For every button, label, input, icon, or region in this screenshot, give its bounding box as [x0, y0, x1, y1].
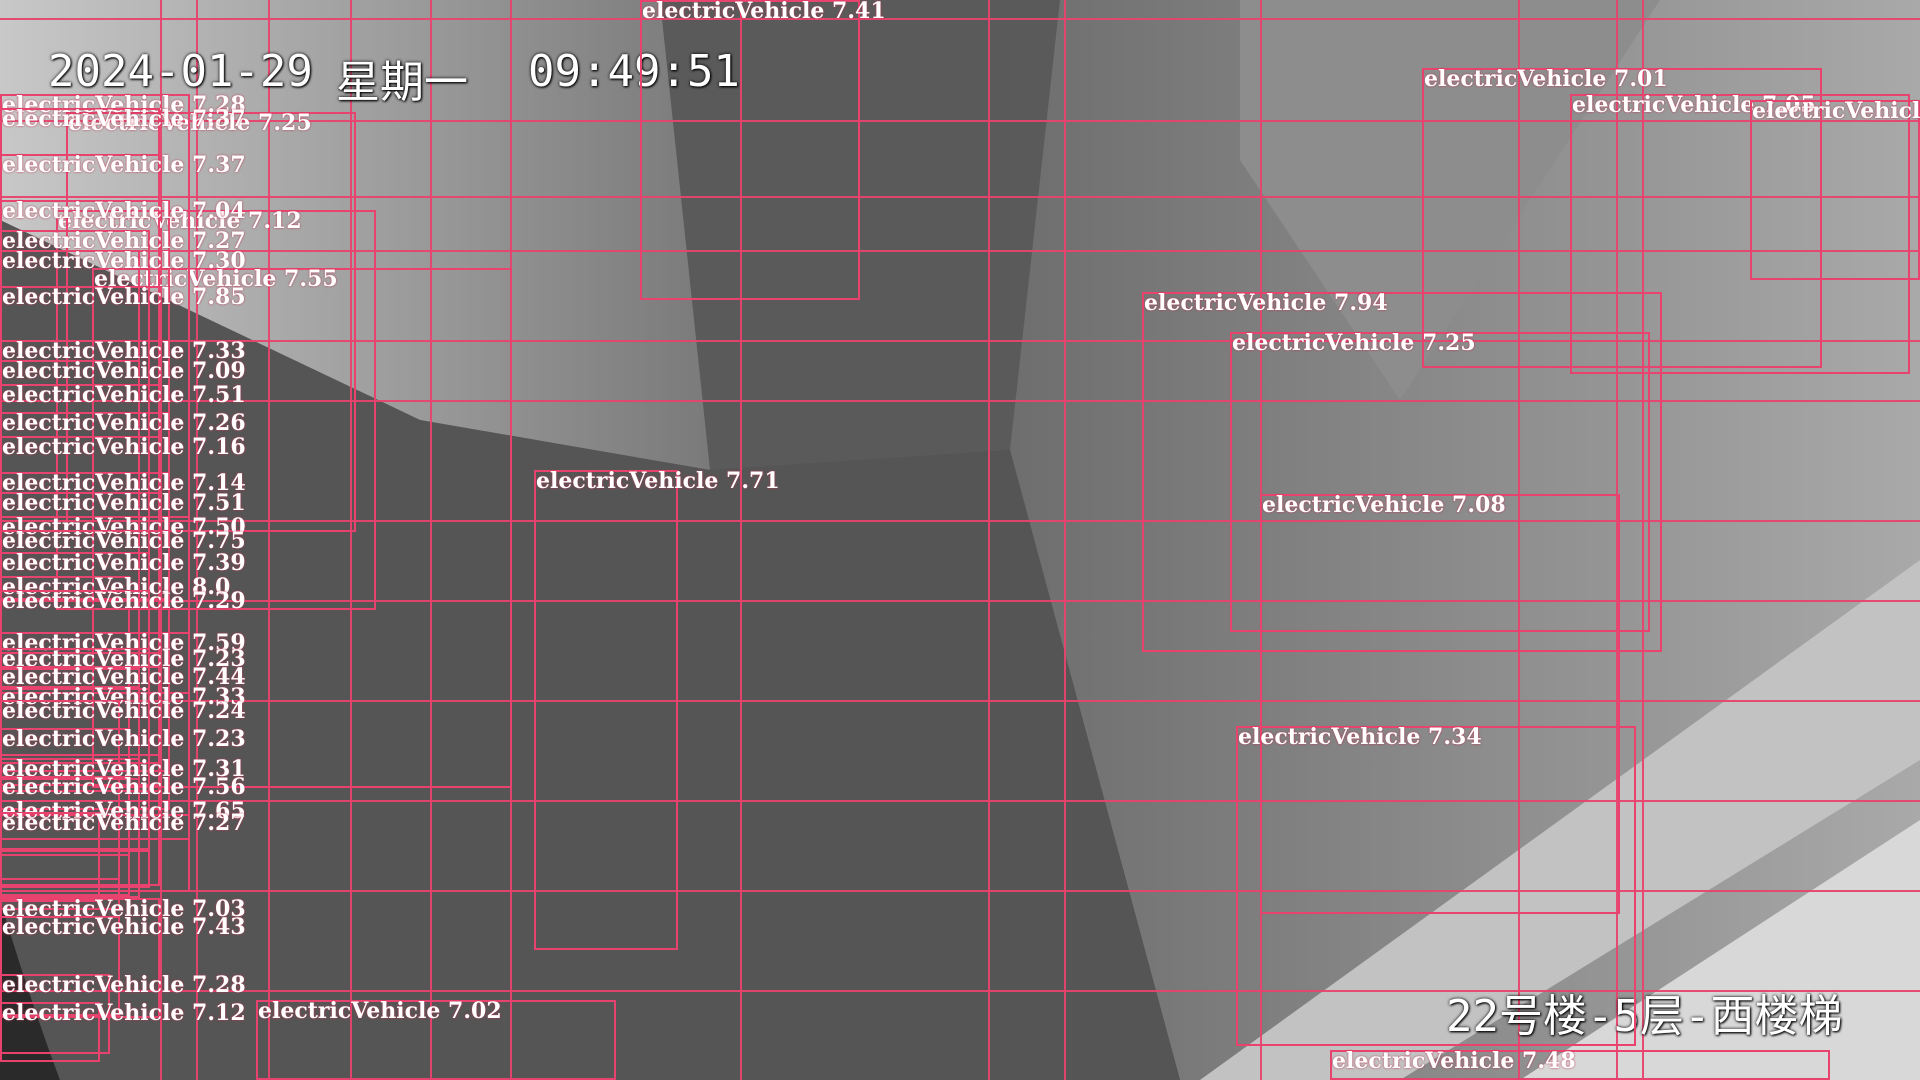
detection-box: electricVehicle 7.08 — [1260, 494, 1620, 914]
detection-label: electricVehicle 7.39 — [2, 550, 246, 576]
detection-label: electricVehicle 7.75 — [2, 528, 246, 554]
detection-box: electricVehicle 7.71 — [534, 470, 780, 950]
detection-label: electricVehicle 7.03 — [2, 896, 246, 922]
detection-label: electricVehicle 7.50 — [2, 514, 246, 540]
detection-label: electricVehicle 7.85 — [2, 284, 246, 310]
detection-box: electricVehicle 7.7 — [1750, 100, 1920, 280]
detection-label: electricVehicle 7.04 — [2, 198, 246, 224]
detection-label: electricVehicle 7.33 — [2, 684, 246, 710]
detection-label: electricVehicle 7.37 — [2, 152, 246, 178]
detection-label: electricVehicle 7.23 — [2, 646, 246, 672]
detection-label: electricVehicle 7.01 — [1424, 66, 1668, 92]
detection-label: electricVehicle 7.65 — [2, 798, 246, 824]
detection-box: electricVehicle 7.41 — [640, 0, 886, 300]
detection-label: electricVehicle 7.55 — [94, 266, 338, 292]
detection-label: electricVehicle 7.16 — [2, 434, 246, 460]
detection-label: electricVehicle 7.94 — [1144, 290, 1388, 316]
detection-label: electricVehicle 7.28 — [2, 972, 246, 998]
detection-box: electricVehicle 7.34 — [1236, 726, 1636, 1046]
detection-box: electricVehicle 7.55 — [92, 268, 512, 788]
detection-box: electricVehicle 7.12 — [56, 210, 376, 610]
detection-label: electricVehicle 7.24 — [2, 698, 246, 724]
detection-label: electricVehicle 7.56 — [2, 774, 246, 800]
detection-label: electricVehicle 7.08 — [1262, 492, 1506, 518]
detection-label: electricVehicle 7.34 — [1238, 724, 1482, 750]
detection-label: electricVehicle 7.26 — [2, 410, 246, 436]
detection-label: electricVehicle 7.51 — [2, 490, 246, 516]
detection-label: electricVehicle 7.51 — [2, 382, 246, 408]
detection-label: electricVehicle 7.29 — [2, 588, 246, 614]
detection-box: electricVehicle 7.01 — [1422, 68, 1822, 368]
detection-label: electricVehicle 7.41 — [642, 0, 886, 24]
detection-label: electricVehicle 7.33 — [2, 338, 246, 364]
detection-label: electricVehicle 7.27 — [2, 228, 246, 254]
osd-time: 09:49:51 — [528, 46, 740, 97]
detection-label: electricVehicle 7.30 — [2, 248, 246, 274]
osd-location: 22号楼-5层-西楼梯 — [1446, 991, 1843, 1042]
detection-label: electricVehicle 7.27 — [2, 810, 246, 836]
detection-label: electricVehicle 7.14 — [2, 470, 246, 496]
detection-label: electricVehicle 7.12 — [58, 208, 302, 234]
detection-label: electricVehicle 7.12 — [2, 1000, 246, 1026]
osd-weekday: 星期一 — [336, 57, 468, 108]
detection-label: electricVehicle 7.71 — [536, 468, 780, 494]
osd-date: 2024-01-29 — [48, 46, 313, 97]
detection-box: electricVehicle 7.94 — [1142, 292, 1662, 652]
detection-label: electricVehicle 7.05 — [1572, 92, 1816, 118]
detection-box: electricVehicle 7.27 — [0, 812, 246, 902]
detection-label: electricVehicle 7.43 — [2, 914, 246, 940]
detection-box: electricVehicle 7.05 — [1570, 94, 1910, 374]
detection-label: electricVehicle 7.7 — [1752, 98, 1920, 124]
detection-label: electricVehicle 7.28 — [2, 92, 246, 118]
detection-label: electricVehicle 7.31 — [2, 756, 246, 782]
detection-label: electricVehicle 7.23 — [2, 726, 246, 752]
detection-label: electricVehicle 7.25 — [1232, 330, 1476, 356]
detection-box: electricVehicle 7.43 — [0, 916, 246, 1016]
detection-box: electricVehicle 7.02 — [256, 1000, 616, 1080]
detection-label: electricVehicle 7.48 — [1332, 1048, 1576, 1074]
detection-label: electricVehicle 8.0 — [2, 574, 231, 600]
detection-box: electricVehicle 7.12 — [0, 1002, 246, 1062]
detection-label: electricVehicle 7.44 — [2, 664, 246, 690]
detection-label: electricVehicle 7.02 — [258, 998, 502, 1024]
detection-label: electricVehicle 7.37 — [2, 106, 246, 132]
detection-box: electricVehicle 7.48 — [1330, 1050, 1830, 1080]
detection-label: electricVehicle 7.09 — [2, 358, 246, 384]
detection-box: electricVehicle 7.25 — [1230, 332, 1650, 632]
